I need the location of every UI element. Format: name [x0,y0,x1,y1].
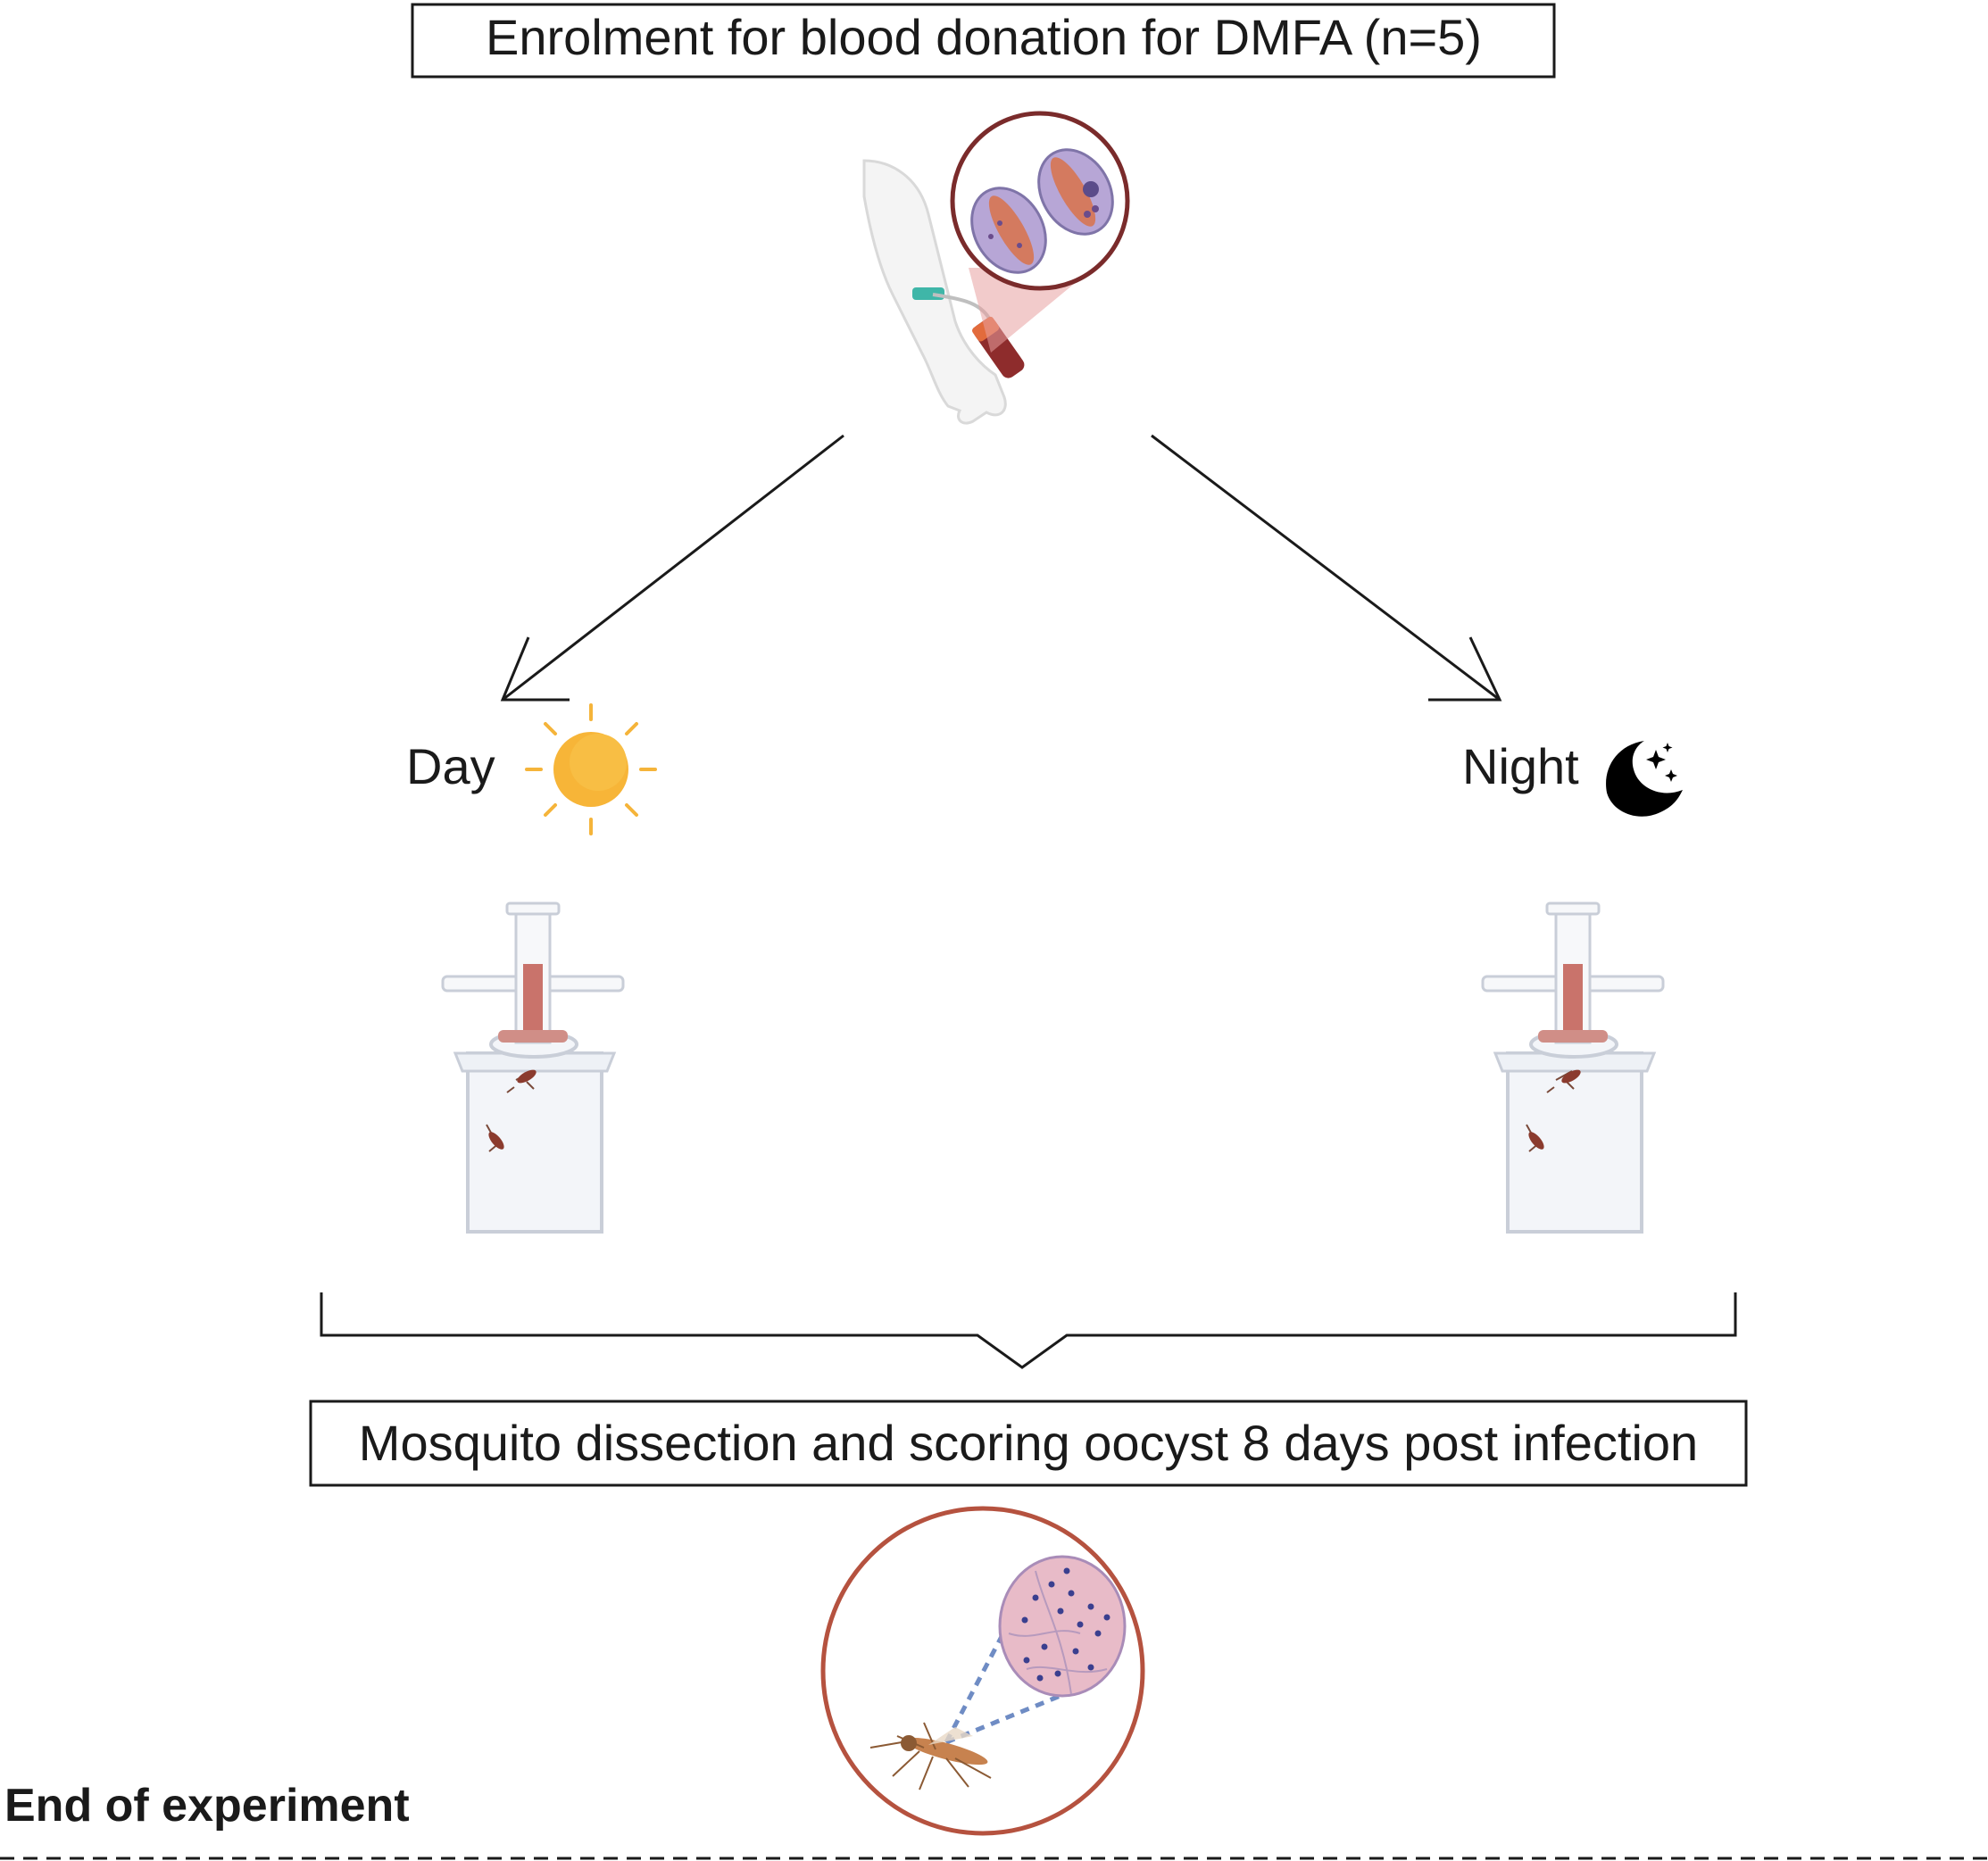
mosquito-midgut-illustration [820,1506,1145,1836]
merge-bracket [320,1292,1737,1369]
top-box-label: Enrolment for blood donation for DMFA (n… [486,9,1482,65]
day-label: Day [406,738,495,794]
gametocyte-1 [970,187,1047,274]
arrow-to-day [500,434,844,702]
blood-draw-illustration [862,111,1130,425]
sun-icon [525,703,657,835]
end-of-experiment-label: End of experiment [4,1780,410,1832]
night-label: Night [1462,738,1579,794]
magnify-pointer [969,268,1094,353]
membrane-feeder-night [1481,901,1665,1234]
gametocyte-2 [1037,148,1114,236]
top-box: Enrolment for blood donation for DMFA (n… [411,3,1556,79]
membrane-feeder-day [441,901,625,1234]
bottom-box-label: Mosquito dissection and scoring oocyst 8… [359,1415,1698,1471]
tourniquet [912,287,944,300]
arrow-to-night [1151,434,1502,702]
bottom-box: Mosquito dissection and scoring oocyst 8… [309,1400,1748,1487]
mosquito-icon [869,1722,992,1790]
midgut-oocysts [998,1555,1127,1698]
moon-stars-icon [1606,741,1683,817]
